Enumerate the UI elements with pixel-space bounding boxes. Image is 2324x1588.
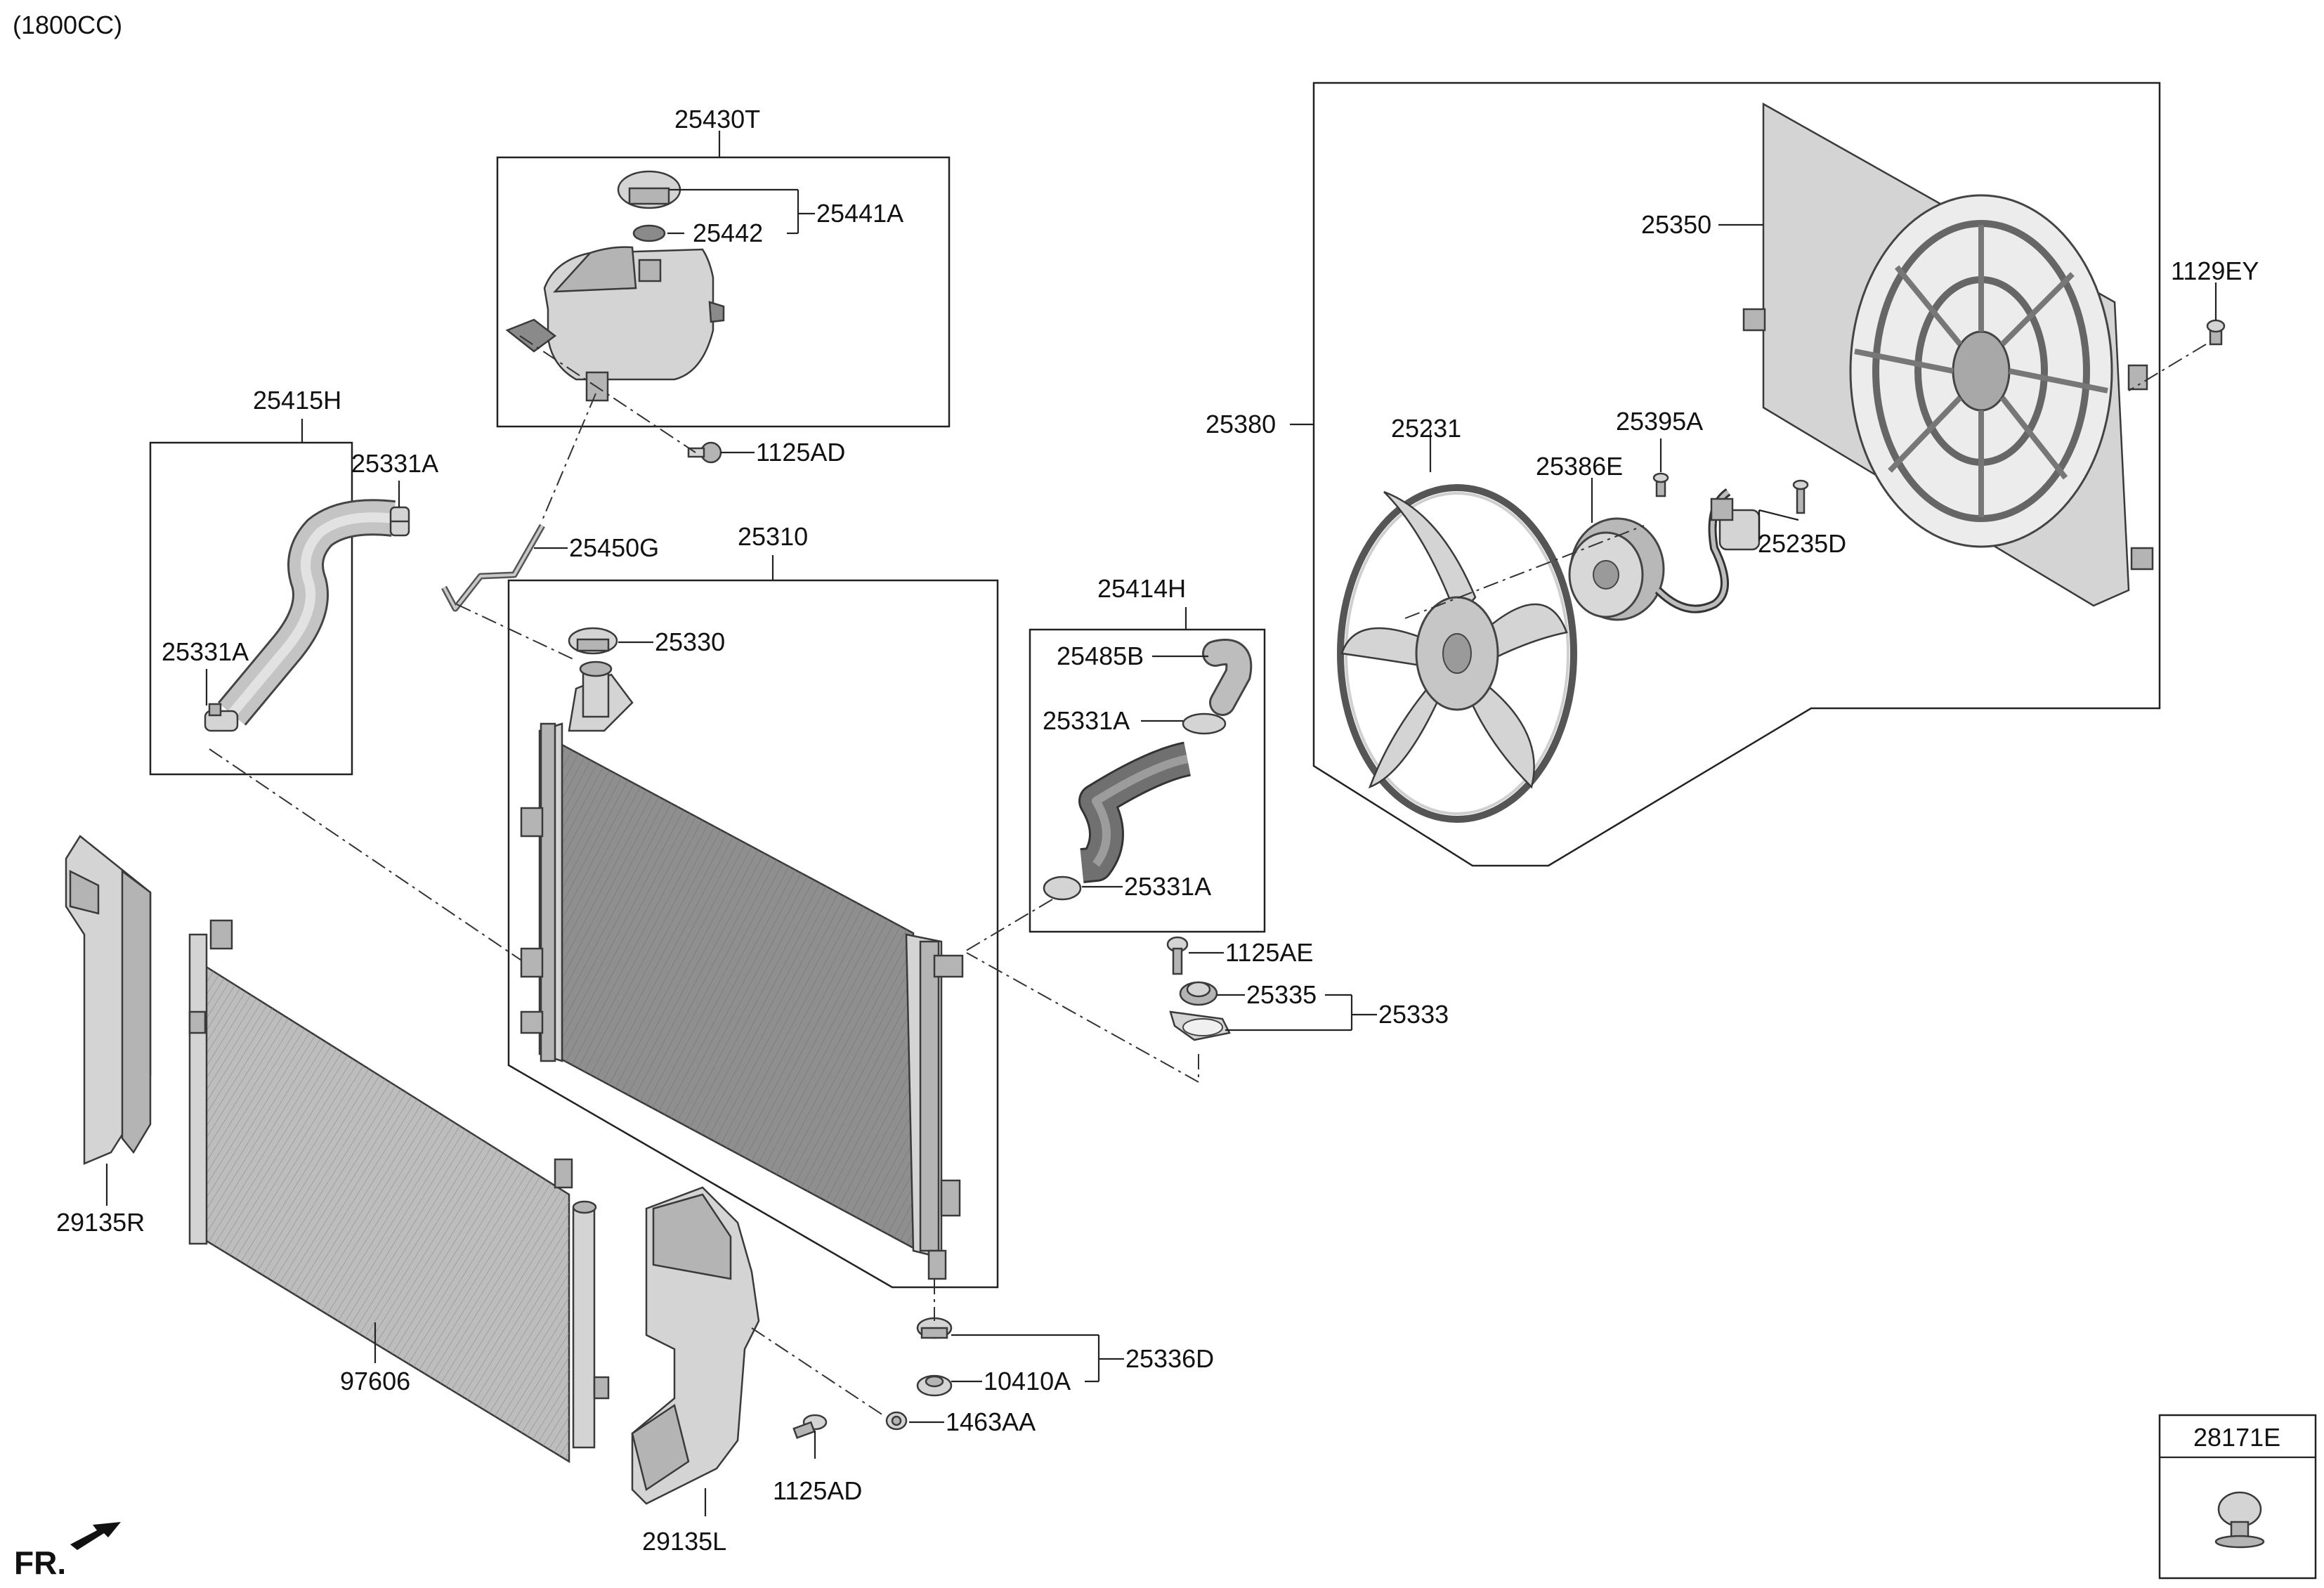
- screw-25235D-icon: [1792, 479, 1809, 514]
- lower-mount-group: 10410A 25336D: [916, 1279, 1214, 1397]
- bolt-1125AD-bottom-icon: [792, 1414, 828, 1439]
- front-arrow-icon: [70, 1522, 121, 1550]
- label-10410A[interactable]: 10410A: [984, 1367, 1071, 1395]
- radiator-group: 25310 25330: [507, 522, 999, 1289]
- cap-gasket-icon: [632, 224, 666, 242]
- hose-clamp-lower-icon: [204, 703, 239, 732]
- bolt-1125AE-icon: [1166, 936, 1189, 975]
- screw-25395A-icon: [1652, 472, 1669, 497]
- reservoir-group: 25430T 25441A 25442: [496, 105, 951, 428]
- radiator-group-box: [507, 579, 999, 1289]
- lower-hose-group-box: [1029, 628, 1266, 933]
- hose-clamp-upper-icon: [389, 506, 410, 537]
- hose-clamp-25331A-icon: [1182, 712, 1227, 735]
- label-1125AD-top[interactable]: 1125AD: [756, 438, 845, 467]
- label-1125AE[interactable]: 1125AE: [1225, 938, 1313, 967]
- label-25310[interactable]: 25310: [738, 522, 808, 551]
- lower-insulator-10410A-icon: [916, 1374, 953, 1397]
- label-25331A-lower[interactable]: 25331A: [162, 637, 249, 666]
- fan-shroud-icon: [1742, 102, 2154, 607]
- lower-insulator-icon: [916, 1317, 953, 1339]
- label-25231[interactable]: 25231: [1391, 414, 1461, 443]
- front-direction-indicator: FR.: [14, 1522, 121, 1581]
- ball-stud-icon: [2214, 1491, 2265, 1549]
- label-25235D[interactable]: 25235D: [1758, 529, 1846, 558]
- label-97606[interactable]: 97606: [340, 1367, 410, 1395]
- label-29135L[interactable]: 29135L: [642, 1527, 726, 1556]
- label-1125AD-bottom[interactable]: 1125AD: [773, 1476, 862, 1505]
- engine-note: (1800CC): [13, 11, 122, 39]
- label-25331A-bottom[interactable]: 25331A: [1124, 872, 1211, 901]
- label-25336D[interactable]: 25336D: [1125, 1344, 1214, 1373]
- label-25442[interactable]: 25442: [693, 219, 763, 247]
- label-25485B[interactable]: 25485B: [1057, 642, 1144, 670]
- label-1463AA[interactable]: 1463AA: [946, 1407, 1036, 1436]
- label-25415H[interactable]: 25415H: [253, 386, 341, 415]
- overflow-hose-icon: [441, 523, 545, 612]
- upper-hose-group: 25415H 25331A 25331A: [149, 386, 438, 776]
- label-25395A[interactable]: 25395A: [1616, 407, 1703, 436]
- hose-fitting-25485B-icon: [1202, 639, 1253, 716]
- label-29135R[interactable]: 29135R: [56, 1208, 145, 1237]
- fan-group-box: [1312, 82, 2161, 867]
- label-25335[interactable]: 25335: [1246, 980, 1317, 1009]
- label-25450G[interactable]: 25450G: [569, 533, 659, 562]
- hose-clamp-bottom-icon: [1043, 876, 1082, 901]
- reservoir-group-box: [496, 156, 951, 428]
- front-label: FR.: [14, 1544, 66, 1581]
- filler-neck-icon: [579, 660, 613, 718]
- label-25350[interactable]: 25350: [1641, 210, 1711, 239]
- air-guard-left-icon: [631, 1186, 760, 1505]
- label-25414H[interactable]: 25414H: [1097, 574, 1186, 603]
- fan-group: 25380 25350: [1206, 82, 2259, 867]
- label-25333[interactable]: 25333: [1378, 1000, 1449, 1029]
- label-1129EY[interactable]: 1129EY: [2171, 256, 2259, 285]
- radiator-cap-icon: [568, 627, 618, 655]
- reservoir-tank-icon: [505, 246, 725, 402]
- mount-bracket-icon: [1169, 1010, 1231, 1041]
- lower-radiator-hose-icon: [1078, 741, 1192, 883]
- label-25430T[interactable]: 25430T: [674, 105, 760, 134]
- fan-motor-icon: [1568, 517, 1665, 621]
- upper-hose-group-box: [149, 441, 353, 776]
- label-25441A[interactable]: 25441A: [816, 199, 903, 228]
- cooling-fan-icon: [1337, 484, 1577, 823]
- label-25380[interactable]: 25380: [1206, 410, 1276, 438]
- lower-hose-group: 25414H 25485B 25331A 25331A: [1029, 574, 1266, 933]
- radiator-icon: [520, 673, 964, 1280]
- upper-radiator-hose-icon: [218, 499, 396, 726]
- label-25331A-upper[interactable]: 25331A: [351, 449, 438, 478]
- label-25331A-fitting[interactable]: 25331A: [1043, 706, 1130, 735]
- air-guard-right-icon: [65, 835, 152, 1165]
- inset-28171E-box: [2158, 1414, 2317, 1580]
- bolt-1125AD-top-icon: [687, 441, 722, 464]
- condenser-icon: [188, 919, 610, 1464]
- clip-1463AA-icon: [885, 1411, 908, 1431]
- label-28171E[interactable]: 28171E: [2193, 1423, 2280, 1452]
- inset-28171E: 28171E: [2158, 1414, 2317, 1580]
- mount-insulator-25335-icon: [1179, 981, 1218, 1006]
- label-25386E[interactable]: 25386E: [1536, 452, 1623, 481]
- fan-resistor-harness-icon: [1654, 488, 1761, 613]
- label-25330[interactable]: 25330: [655, 627, 725, 656]
- radiator-mount-group: 1125AE 25335 25333: [966, 936, 1449, 1083]
- bolt-1129EY-icon: [2206, 319, 2226, 346]
